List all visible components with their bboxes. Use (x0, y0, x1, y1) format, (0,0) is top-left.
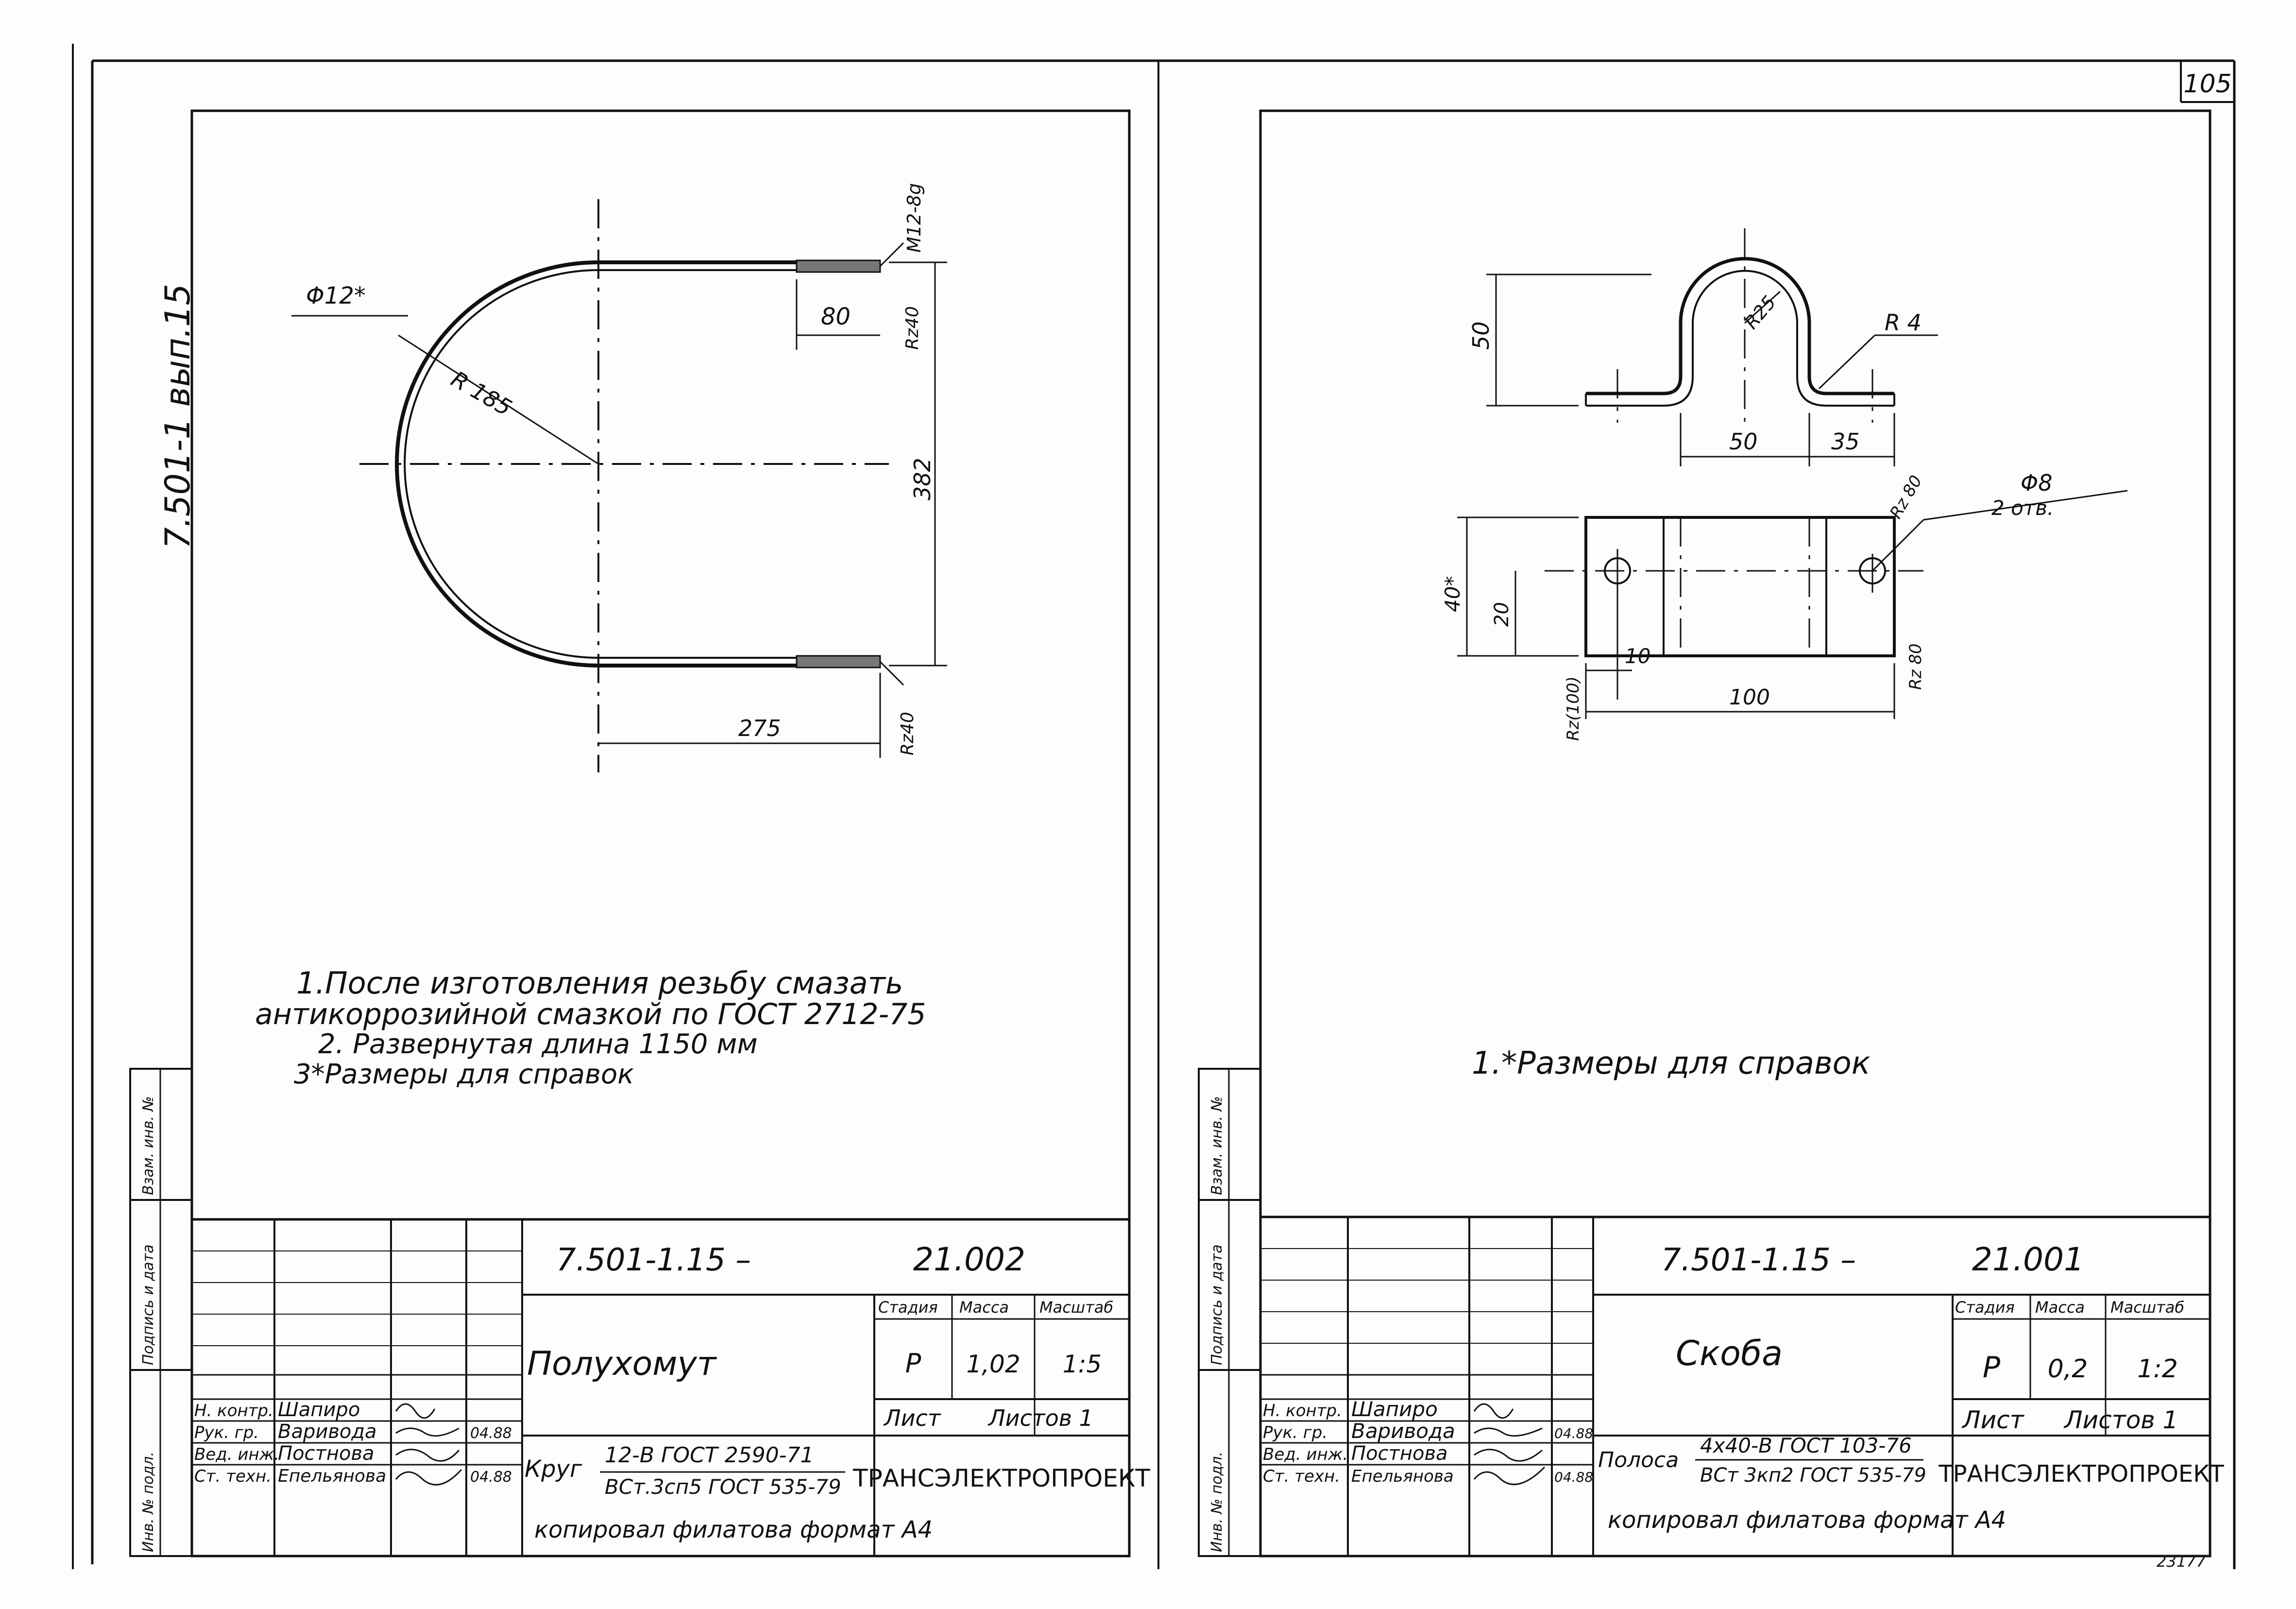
right-side-field-0: Инв. № подл. (1208, 1452, 1225, 1552)
left-note-2: антикоррозийной смазкой по ГОСТ 2712-75 (255, 997, 926, 1031)
left-role-3: Ст. техн. (194, 1467, 272, 1486)
right-person-2: Постнова (1351, 1442, 1448, 1465)
right-material-label: Полоса (1598, 1448, 1679, 1472)
u-bolt-drawing (291, 199, 947, 772)
right-copier: копировал филатова формат А4 (1608, 1506, 2006, 1534)
right-material-top: 4х40-В ГОСТ 103-76 (1700, 1434, 1912, 1457)
left-stage-header: Стадия (878, 1298, 938, 1317)
right-dim-length: 100 (1729, 685, 1770, 710)
right-role-0: Н. контр. (1263, 1401, 1342, 1421)
right-stage-header: Стадия (1955, 1298, 2015, 1317)
right-dim-roughness-edge: Rz 80 (1906, 643, 1925, 690)
left-scale-header: Масштаб (1039, 1298, 1113, 1317)
right-scale-header: Масштаб (2110, 1298, 2184, 1317)
left-person-2: Постнова (278, 1442, 374, 1465)
right-side-field-1: Подпись и дата (1208, 1245, 1225, 1366)
left-role-0: Н. контр. (194, 1401, 273, 1421)
archive-stamp: 23177 (2157, 1552, 2206, 1571)
left-material-top: 12-В ГОСТ 2590-71 (605, 1443, 814, 1468)
left-note-1: 1.После изготовления резьбу смазать (296, 965, 903, 1001)
right-mass-header: Масса (2035, 1298, 2085, 1317)
bracket-plan-view (1457, 490, 2128, 719)
right-person-3: Епельянова (1351, 1467, 1454, 1486)
left-dim-diameter: Φ12* (306, 282, 366, 309)
outer-frame (72, 44, 2236, 1569)
left-mass-header: Масса (959, 1298, 1009, 1317)
right-dim-hole-diameter: Φ8 (2021, 470, 2052, 496)
left-person-1: Варивода (278, 1421, 377, 1443)
left-dim-roughness-top: Rz40 (902, 306, 922, 350)
left-date-3: 04.88 (470, 1469, 512, 1486)
right-sheets-label: Листов 1 (2063, 1406, 2178, 1434)
left-doc-code: 7.501-1.15 – (556, 1242, 751, 1278)
left-role-2: Вед. инж. (194, 1445, 279, 1464)
left-person-0: Шапиро (278, 1399, 360, 1421)
right-part-name: Скоба (1676, 1334, 1783, 1373)
left-note-3: 2. Развернутая длина 1150 мм (318, 1028, 758, 1060)
left-mass: 1,02 (966, 1350, 1020, 1378)
left-date-1: 04.88 (470, 1425, 512, 1442)
left-dim-height: 382 (909, 458, 935, 500)
right-company: ТРАНСЭЛЕКТРОПРОЕКТ (1938, 1460, 2224, 1488)
left-doc-number: 21.002 (913, 1241, 1025, 1278)
right-mass: 0,2 (2048, 1354, 2088, 1384)
left-side-field-0: Инв. № подл. (140, 1452, 157, 1552)
left-scale: 1:5 (1063, 1350, 1102, 1378)
left-sheet: Инв. № подл. Подпись и дата Взам. инв. №… (129, 109, 1150, 1558)
right-person-0: Шапиро (1351, 1397, 1438, 1421)
left-role-1: Рук. гр. (194, 1423, 259, 1442)
left-person-3: Епельянова (278, 1466, 386, 1486)
right-material-bottom: ВСт 3кп2 ГОСТ 535-79 (1700, 1464, 1926, 1487)
left-sheet-label: Лист (883, 1405, 941, 1431)
right-dim-hole-offset: 20 (1491, 602, 1513, 627)
right-person-1: Варивода (1351, 1419, 1455, 1443)
right-dim-height: 50 (1468, 321, 1494, 350)
right-dim-roughness-hole: Rz 80 (1886, 472, 1926, 522)
right-role-2: Вед. инж. (1263, 1445, 1348, 1464)
right-dim-roughness-general: Rz(100) (1564, 676, 1583, 741)
bracket-front-view (1486, 228, 1938, 466)
left-dim-length: 275 (738, 715, 781, 741)
left-dim-roughness-bottom: Rz40 (898, 712, 918, 755)
left-signature (395, 1403, 462, 1486)
right-note-1: 1.*Размеры для справок (1472, 1045, 1871, 1081)
right-role-1: Рук. гр. (1263, 1423, 1327, 1442)
left-copier: копировал филатова формат А4 (534, 1516, 933, 1543)
left-material-label: Круг (525, 1455, 582, 1483)
right-doc-number: 21.001 (1972, 1241, 2084, 1278)
right-signature (1473, 1403, 1546, 1486)
left-material-bottom: ВСт.3сп5 ГОСТ 535-79 (605, 1475, 841, 1499)
right-stage: Р (1983, 1351, 2001, 1385)
right-dim-width-mid: 50 (1729, 428, 1758, 455)
right-dim-hole-count: 2 отв. (1991, 496, 2054, 520)
left-title-block (192, 1218, 1129, 1556)
right-side-field-2: Взам. инв. № (1208, 1096, 1225, 1195)
right-doc-code: 7.501-1.15 – (1661, 1242, 1856, 1278)
page-number: 105 (2183, 69, 2231, 99)
left-sheets-label: Листов 1 (987, 1405, 1093, 1431)
left-side-field-1: Подпись и дата (140, 1245, 157, 1366)
left-part-name: Полухомут (527, 1345, 717, 1383)
left-side-field-2: Взам. инв. № (140, 1096, 157, 1195)
left-dim-radius: R 185 (447, 366, 516, 421)
right-dim-edge-offset: 10 (1625, 644, 1650, 668)
left-company: ТРАНСЭЛЕКТРОПРОЕКТ (852, 1464, 1150, 1492)
left-dim-thread: M12-8g (903, 183, 925, 253)
left-stage: Р (905, 1348, 921, 1379)
right-role-3: Ст. техн. (1263, 1467, 1340, 1486)
right-dim-outer-radius: R 4 (1885, 309, 1922, 336)
right-dim-width-total: 40* (1441, 576, 1464, 612)
right-sheet: Инв. № подл. Подпись и дата Взам. инв. №… (1198, 109, 2224, 1558)
left-note-4: 3*Размеры для справок (294, 1059, 634, 1090)
right-date-1: 04.88 (1554, 1425, 1593, 1441)
right-date-3: 04.88 (1554, 1469, 1593, 1485)
right-title-block (1260, 1215, 2210, 1556)
right-scale: 1:2 (2137, 1354, 2178, 1384)
left-dim-thread-length: 80 (821, 303, 850, 330)
right-sheet-label: Лист (1961, 1406, 2025, 1434)
right-dim-inner-radius: R25 (1740, 291, 1780, 333)
right-dim-foot: 35 (1831, 428, 1860, 455)
